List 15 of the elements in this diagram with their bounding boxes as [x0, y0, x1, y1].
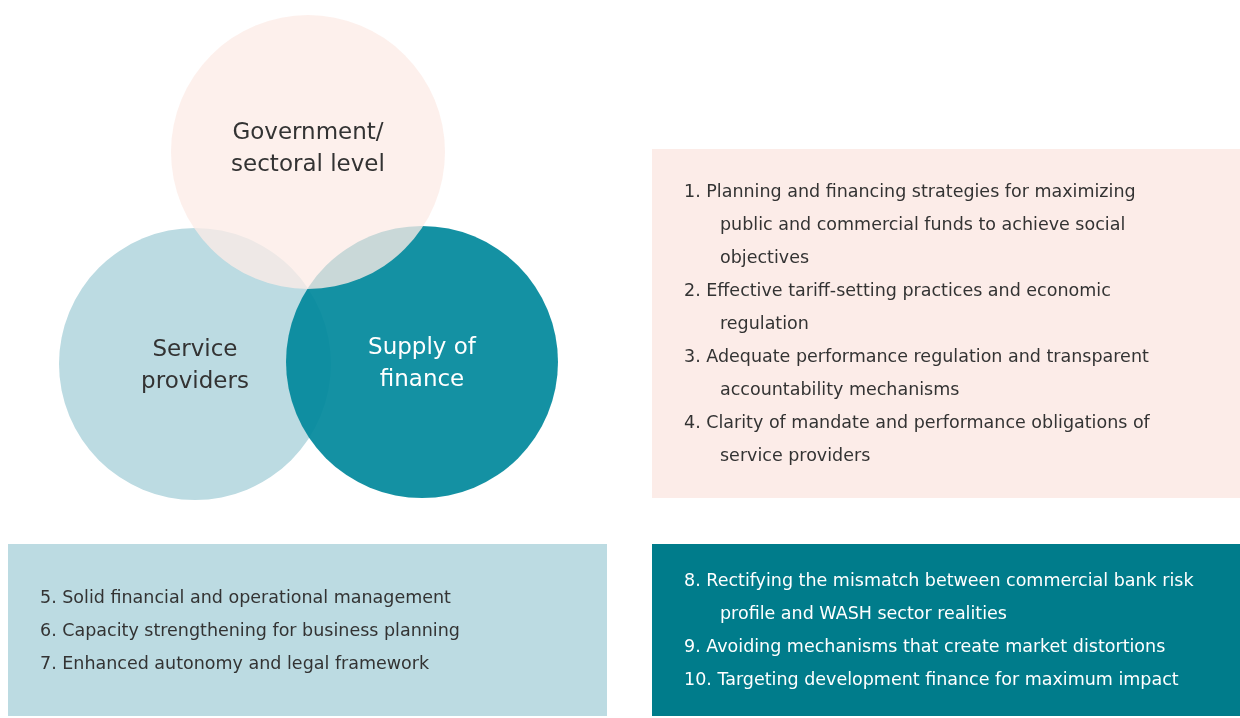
list-item: 2. Effective tariff-setting practices and economic regulation [684, 279, 1112, 335]
list-item: 9. Avoiding mechanisms that create market distortions [684, 635, 1167, 658]
list-item: 4. Clarity of mandate and performance obligations of service providers [684, 411, 1151, 467]
list-item: 3. Adequate performance regulation and transparent accountability mechanisms [684, 345, 1150, 401]
list-item: 10. Targeting development finance for maximum impact [684, 668, 1180, 691]
circle-label: Supply of finance [367, 332, 478, 393]
list-panel [8, 544, 607, 716]
list-item: 7. Enhanced autonomy and legal framework [40, 651, 431, 675]
list-panel [652, 544, 1240, 716]
list-item: 8. Rectifying the mismatch between commercial bank risk profile and WASH sector realities [684, 569, 1195, 625]
list-item: 6. Capacity strengthening for business planning [40, 618, 461, 642]
circle-label: Government/ sectoral level [230, 117, 386, 178]
list-item: 1. Planning and financing strategies for maximizing public and commercial funds to achieve social objectives [684, 180, 1137, 269]
circle-label: Service providers [140, 334, 250, 395]
list-item: 5. Solid financial and operational management [40, 585, 452, 609]
